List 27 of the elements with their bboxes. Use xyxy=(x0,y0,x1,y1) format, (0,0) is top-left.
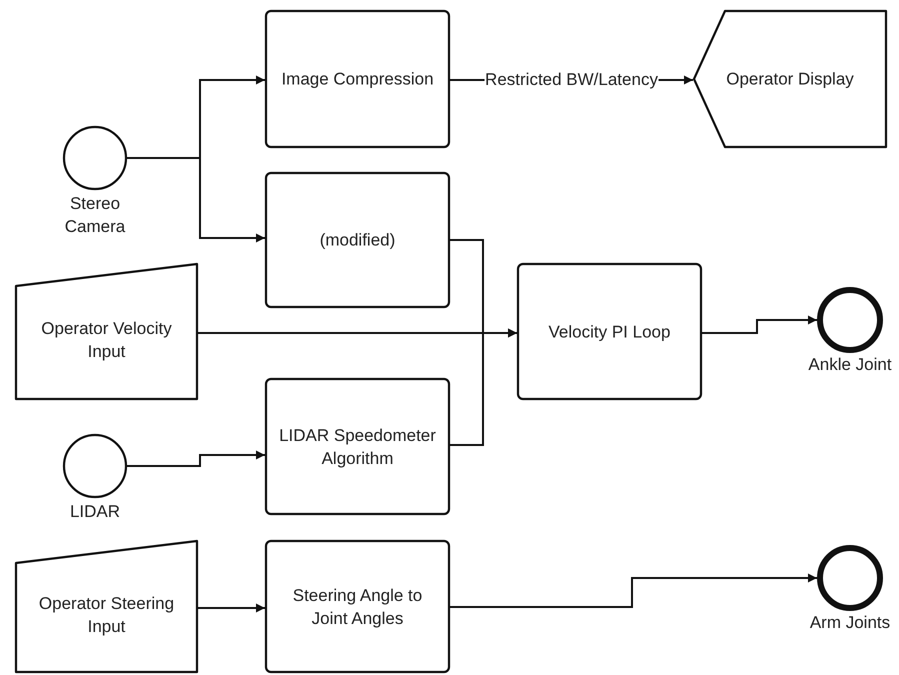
arrow xyxy=(127,157,265,242)
process-box xyxy=(517,263,702,400)
arrow xyxy=(450,328,517,446)
node-label: Stereo Camera xyxy=(64,193,126,238)
manual-input-shape xyxy=(15,263,198,400)
node-label: Steering Angle to Joint Angles xyxy=(292,584,424,630)
node-label: LIDAR xyxy=(68,501,122,523)
process-box xyxy=(265,10,450,148)
display-shape xyxy=(693,10,887,148)
node-label: Velocity PI Loop xyxy=(548,321,672,343)
node-label: Ankle Joint xyxy=(807,354,893,376)
node-label: Operator Display xyxy=(725,68,855,90)
arrow xyxy=(198,604,265,612)
node-label: Operator Velocity Input xyxy=(40,318,173,362)
process-box xyxy=(265,172,450,308)
process-box xyxy=(265,378,450,515)
process-box xyxy=(265,540,450,673)
arrow xyxy=(702,316,817,334)
edge-label: Restricted BW/Latency xyxy=(484,70,659,90)
manual-input-shape xyxy=(15,540,198,673)
node-label: LIDAR Speedometer Algorithm xyxy=(278,424,437,470)
node-label: (modified) xyxy=(318,230,396,252)
node-label: Image Compression xyxy=(280,68,435,90)
arrow xyxy=(127,450,265,467)
node-label: Arm Joints xyxy=(808,612,892,634)
node-label: Operator Steering Input xyxy=(38,592,176,638)
arrow xyxy=(450,574,817,608)
